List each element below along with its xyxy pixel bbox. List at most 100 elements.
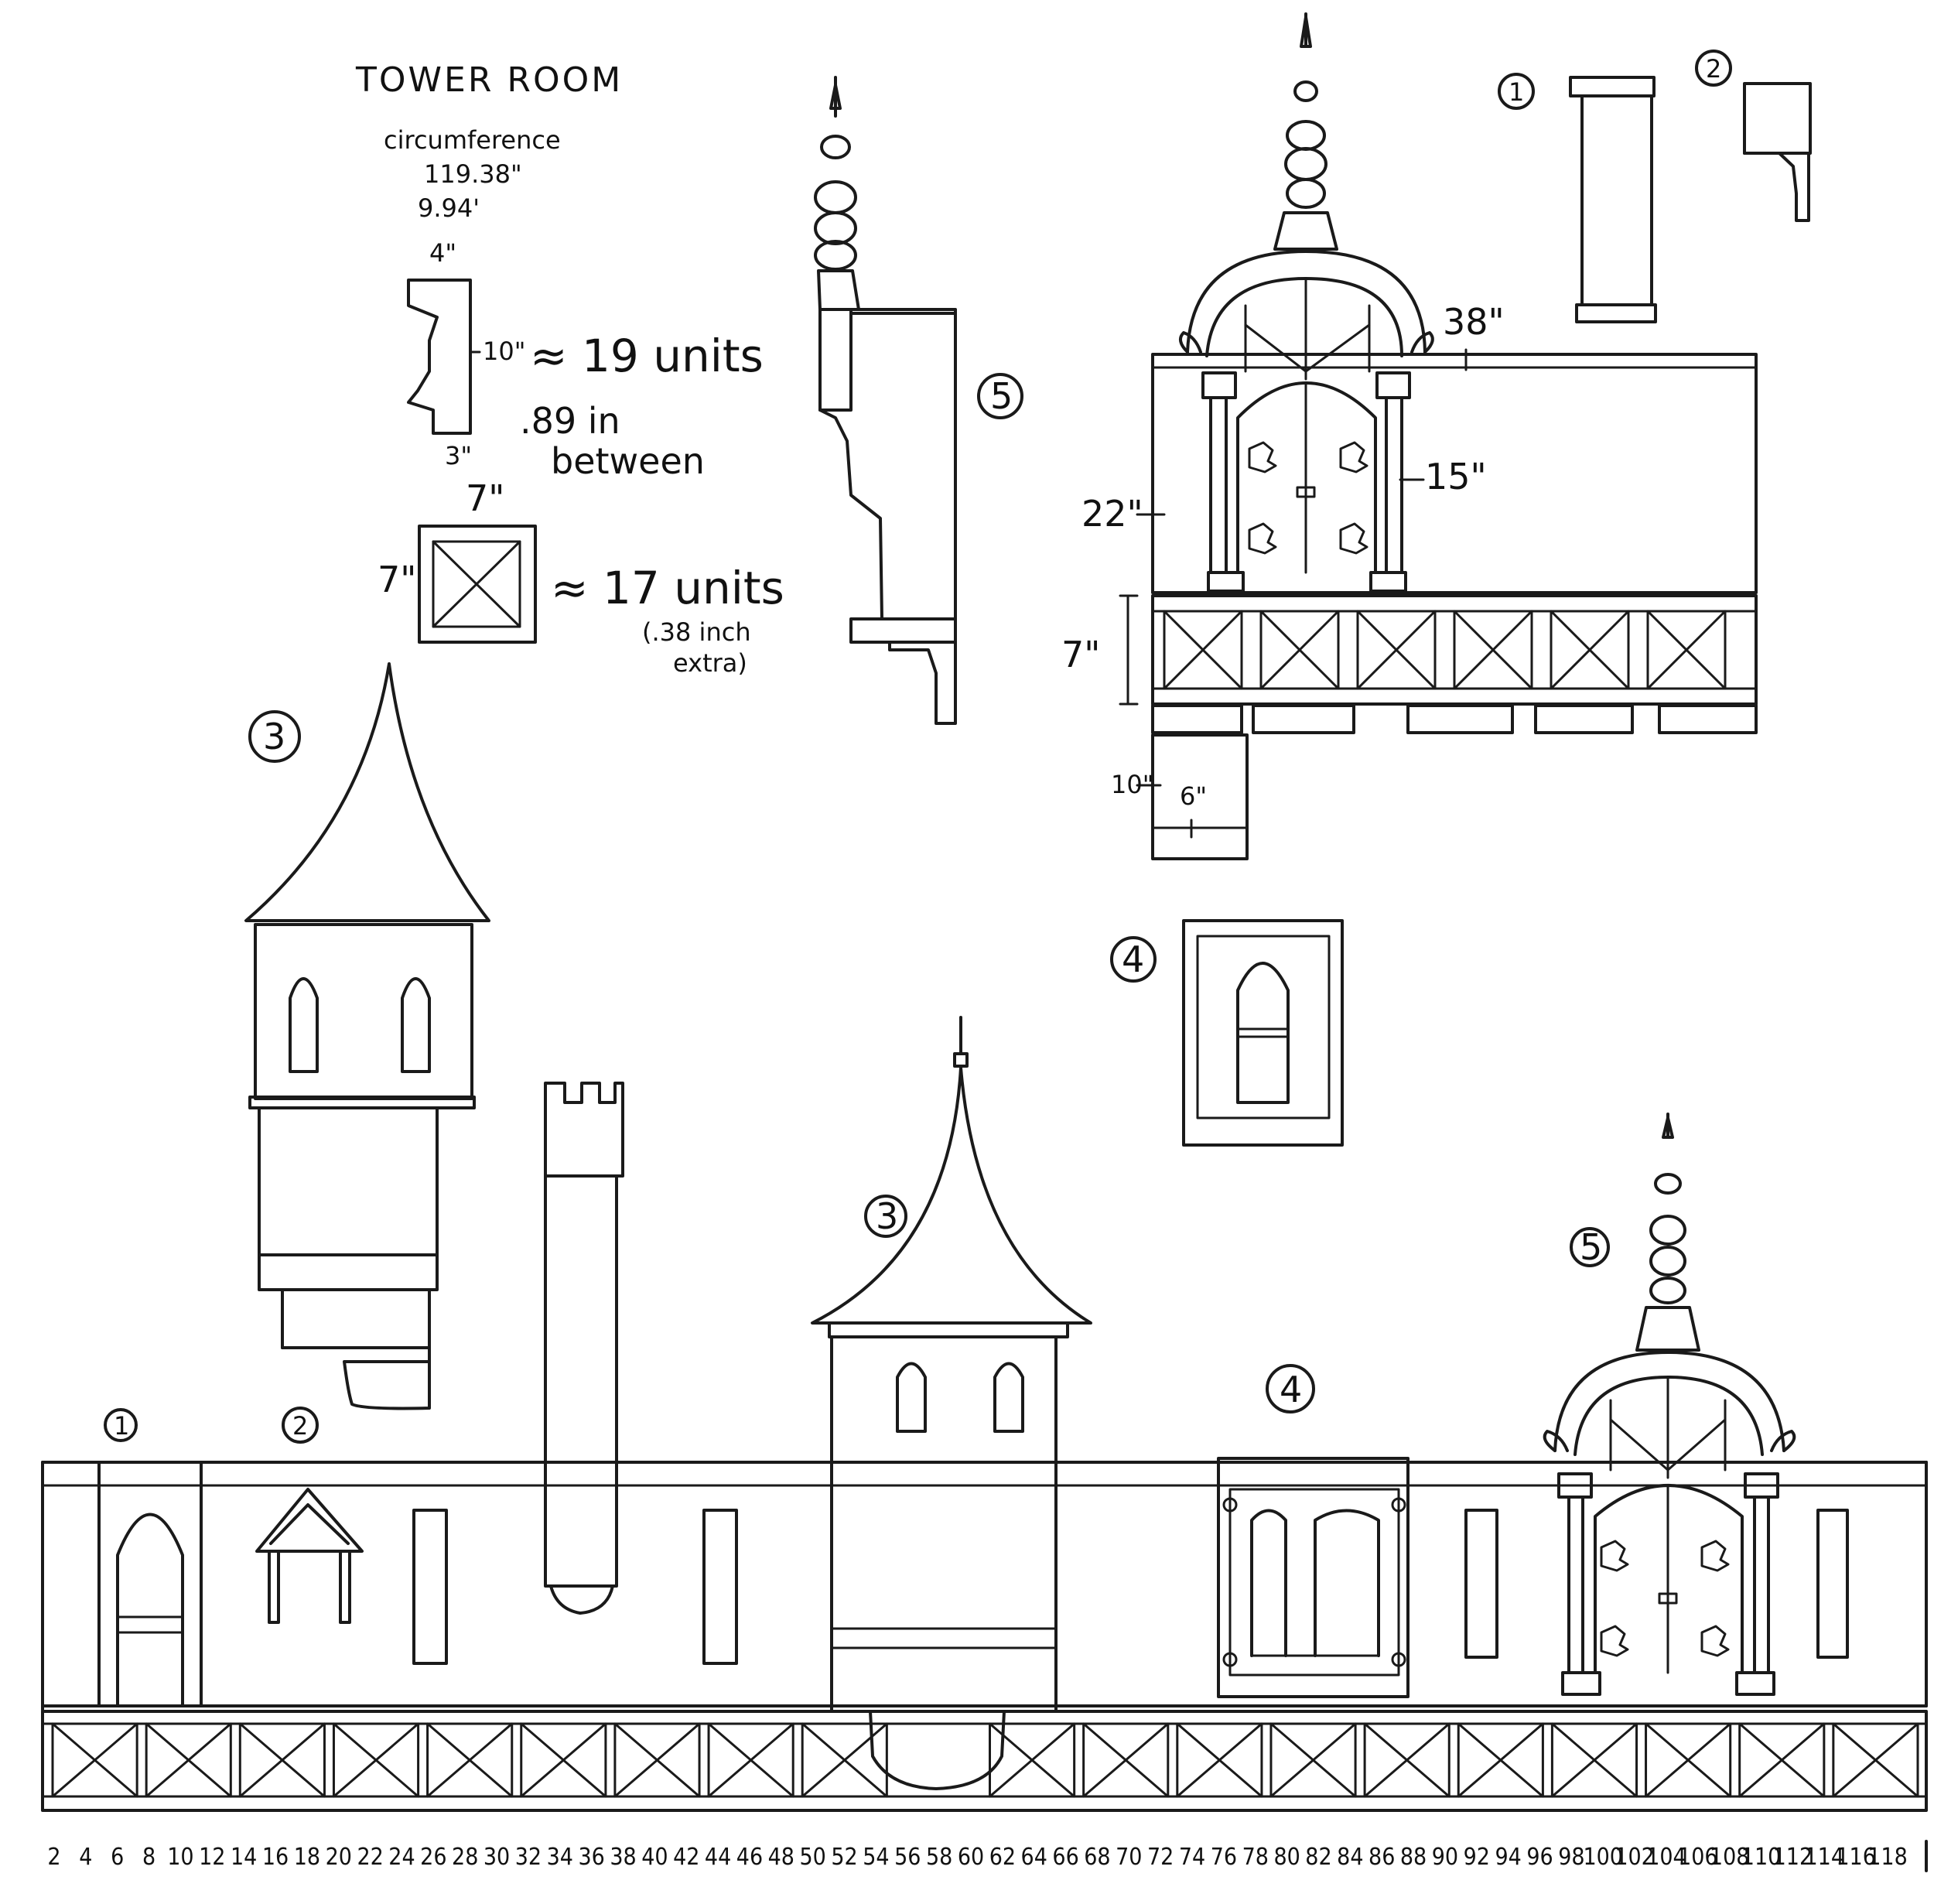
ruler-tick-label: 28 — [452, 1844, 478, 1871]
ruler-tick-label: 102 — [1615, 1844, 1655, 1871]
ruler-tick-label: 100 — [1583, 1844, 1623, 1871]
railing-panel — [51, 1722, 138, 1798]
ruler-tick-label: 36 — [578, 1844, 604, 1871]
ruler-tick-label: 26 — [420, 1844, 446, 1871]
circumference-feet: 9.94' — [418, 193, 480, 223]
railing-cross — [426, 1722, 514, 1798]
panel-width-dim: 7" — [466, 477, 504, 519]
ruler-tick-label: 116 — [1836, 1844, 1876, 1871]
ruler-tick-label: 20 — [326, 1844, 352, 1871]
dim-6: 6" — [1180, 781, 1207, 811]
dim-38: 38" — [1443, 301, 1505, 343]
ruler-tick-label: 96 — [1526, 1844, 1553, 1871]
callout-4-mid — [1110, 936, 1157, 983]
railing-panel — [1832, 1722, 1919, 1798]
ruler-tick-label: 32 — [515, 1844, 542, 1871]
railing-cross — [1457, 1722, 1544, 1798]
callout-3-left — [248, 710, 301, 763]
callout-3-left-label: 3 — [263, 716, 285, 757]
railing-panel — [332, 1722, 420, 1798]
railing-panel — [1176, 1722, 1263, 1798]
railing-panel — [1082, 1722, 1170, 1798]
bracket-between-value: .89 in — [520, 400, 620, 442]
top-railing-x-panels — [1163, 610, 1727, 690]
panel-height-dim: 7" — [378, 559, 416, 600]
callout-5-wall-label: 5 — [1580, 1226, 1602, 1268]
circumference-label: circumference — [384, 125, 561, 155]
ruler-tick-label: 6 — [111, 1844, 124, 1871]
ruler-tick-label: 110 — [1741, 1844, 1782, 1871]
callout-3-wall — [864, 1195, 907, 1238]
ruler-tick-label: 70 — [1116, 1844, 1142, 1871]
ruler-tick-label: 30 — [483, 1844, 510, 1871]
ruler-tick-label: 24 — [388, 1844, 415, 1871]
railing-panel — [989, 1722, 1076, 1798]
ruler-tick-label: 68 — [1084, 1844, 1110, 1871]
ruler-tick-label: 66 — [1052, 1844, 1078, 1871]
ruler-tick-label: 40 — [641, 1844, 668, 1871]
ruler-tick-label: 2 — [47, 1844, 60, 1871]
sheet-title: TOWER ROOM — [355, 60, 623, 100]
ruler-tick-label: 74 — [1179, 1844, 1205, 1871]
railing-cross — [1738, 1722, 1826, 1798]
dim-22: 22" — [1081, 493, 1143, 535]
ruler-tick-label: 10 — [167, 1844, 193, 1871]
callout-2-top — [1695, 50, 1732, 87]
railing-cross — [1550, 1722, 1638, 1798]
bracket-top-dim: 4" — [429, 238, 456, 268]
railing-panel — [1550, 1722, 1638, 1798]
ruler-tick-label: 12 — [199, 1844, 225, 1871]
ruler-tick-label: 76 — [1211, 1844, 1237, 1871]
ruler-tick-label: 60 — [958, 1844, 984, 1871]
callout-2-wall — [282, 1407, 319, 1444]
column-detail-1 — [1569, 76, 1657, 323]
callout-5-wall — [1570, 1227, 1610, 1267]
ruler-tick-label: 22 — [357, 1844, 383, 1871]
panel-units: ≈ 17 units — [551, 562, 784, 614]
ruler-tick-label: 50 — [800, 1844, 826, 1871]
railing-panel — [1363, 1722, 1450, 1798]
callout-4-wall — [1266, 1364, 1315, 1413]
railing-cross — [989, 1722, 1076, 1798]
circumference-inches: 119.38" — [424, 159, 522, 189]
ruler-tick-label: 118 — [1867, 1844, 1908, 1871]
railing-panel — [707, 1722, 794, 1798]
panel-extra-1: (.38 inch — [642, 617, 751, 647]
railing-panel — [1269, 1722, 1357, 1798]
callout-1-top — [1498, 73, 1535, 110]
railing-panel — [238, 1722, 326, 1798]
callout-2-wall-label: 2 — [292, 1411, 308, 1441]
ruler-tick-label: 48 — [768, 1844, 794, 1871]
railing-panel — [613, 1722, 701, 1798]
side-profile-gable — [814, 76, 957, 725]
railing-cross — [332, 1722, 420, 1798]
ruler-tick-label: 8 — [142, 1844, 155, 1871]
railing-panel — [1645, 1722, 1732, 1798]
bracket-profile — [407, 279, 481, 435]
crenellated-pillar — [544, 1082, 624, 1615]
door-dormer-elevation — [1119, 12, 1758, 860]
ruler-tick-label: 94 — [1495, 1844, 1521, 1871]
railing-panel — [801, 1722, 888, 1798]
panel-extra-2: extra) — [673, 648, 747, 678]
ruler-tick-label: 54 — [863, 1844, 889, 1871]
ruler-tick-label: 106 — [1678, 1844, 1718, 1871]
ruler-tick-label: 52 — [831, 1844, 857, 1871]
ruler-tick-label: 80 — [1273, 1844, 1300, 1871]
ruler-tick-label: 4 — [79, 1844, 92, 1871]
bracket-between-word: between — [551, 440, 705, 482]
ruler-tick-label: 14 — [231, 1844, 257, 1871]
railing-cross — [145, 1722, 232, 1798]
ruler-tick-label: 112 — [1773, 1844, 1813, 1871]
railing-panel — [520, 1722, 607, 1798]
ruler-tick-label: 16 — [262, 1844, 289, 1871]
ruler-tick-label: 64 — [1021, 1844, 1047, 1871]
callout-4-wall-label: 4 — [1280, 1369, 1302, 1410]
ruler-tick-label: 56 — [894, 1844, 921, 1871]
railing-cross — [1176, 1722, 1263, 1798]
callout-5-side — [977, 373, 1023, 419]
bracket-height-dim: 10" — [483, 337, 525, 366]
railing-cross — [1082, 1722, 1170, 1798]
